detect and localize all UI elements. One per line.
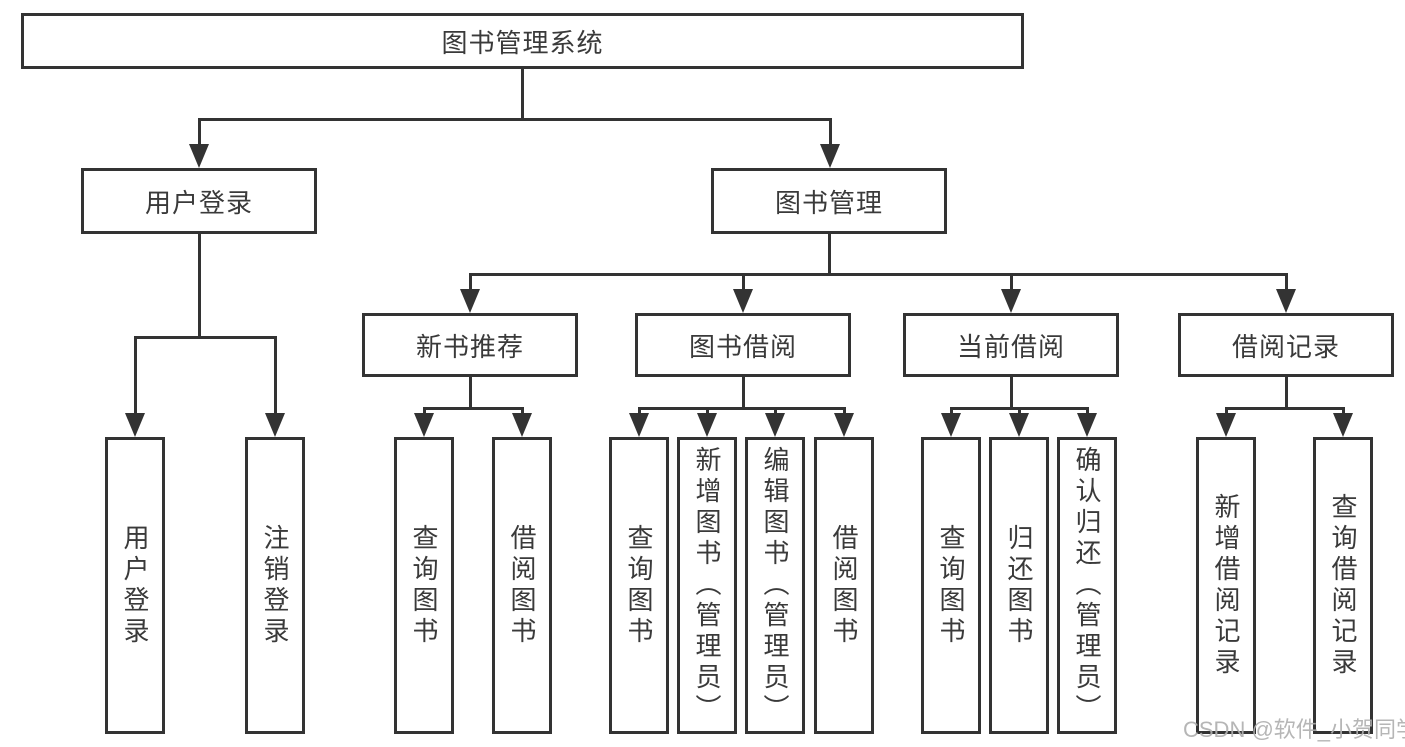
node-new-book-recommendation-label: 新书推荐 — [415, 331, 524, 362]
node-user-login-label: 用户登录 — [144, 187, 253, 218]
arrow-down-icon — [629, 413, 649, 437]
connector-vline — [828, 234, 831, 273]
connector-vline — [469, 273, 472, 291]
arrow-down-icon — [941, 413, 961, 437]
leaf-confirm-return-admin: 确认归还（管理员） — [1057, 437, 1117, 734]
connector-vline — [1086, 407, 1089, 415]
connector-vline — [423, 407, 426, 415]
arrow-down-icon — [1216, 413, 1236, 437]
node-book-management-label: 图书管理 — [774, 187, 883, 218]
leaf-query-books-recommend: 查询图书 — [394, 437, 454, 734]
leaf-add-borrow-record: 新增借阅记录 — [1196, 437, 1256, 734]
node-book-borrowing: 图书借阅 — [635, 313, 851, 377]
connector-vline — [521, 69, 524, 118]
connector-vline — [829, 118, 832, 146]
connector-hline — [638, 407, 846, 410]
connector-vline — [134, 336, 137, 415]
connector-vline — [198, 118, 201, 146]
connector-vline — [521, 407, 524, 415]
connector-vline — [843, 407, 846, 415]
watermark: CSDN @软件_小贺同学 — [1183, 717, 1405, 742]
arrow-down-icon — [697, 413, 717, 437]
node-new-book-recommendation: 新书推荐 — [362, 313, 578, 377]
connector-vline — [742, 273, 745, 291]
leaf-query-books-current: 查询图书 — [921, 437, 981, 734]
connector-vline — [706, 407, 709, 415]
connector-hline — [198, 118, 832, 121]
arrow-down-icon — [1077, 413, 1097, 437]
connector-vline — [1285, 273, 1288, 291]
node-borrowing-records: 借阅记录 — [1178, 313, 1394, 377]
arrow-down-icon — [1333, 413, 1353, 437]
arrow-down-icon — [733, 289, 753, 313]
connector-vline — [1285, 377, 1288, 407]
arrow-down-icon — [1276, 289, 1296, 313]
connector-hline — [134, 336, 277, 339]
connector-vline — [274, 336, 277, 415]
leaf-logout-login: 注销登录 — [245, 437, 305, 734]
connector-vline — [1225, 407, 1228, 415]
connector-vline — [950, 407, 953, 415]
connector-vline — [742, 377, 745, 407]
arrow-down-icon — [189, 144, 209, 168]
connector-vline — [1342, 407, 1345, 415]
leaf-query-borrow-record: 查询借阅记录 — [1313, 437, 1373, 734]
leaf-query-books-borrowing: 查询图书 — [609, 437, 669, 734]
connector-vline — [774, 407, 777, 415]
leaf-return-books: 归还图书 — [989, 437, 1049, 734]
node-book-management: 图书管理 — [711, 168, 947, 234]
leaf-borrow-books: 借阅图书 — [814, 437, 874, 734]
arrow-down-icon — [1009, 413, 1029, 437]
node-root: 图书管理系统 — [21, 13, 1024, 69]
node-current-borrowing: 当前借阅 — [903, 313, 1119, 377]
connector-vline — [469, 377, 472, 407]
arrow-down-icon — [512, 413, 532, 437]
arrow-down-icon — [834, 413, 854, 437]
node-root-label: 图书管理系统 — [441, 27, 604, 58]
arrow-down-icon — [765, 413, 785, 437]
node-user-login: 用户登录 — [81, 168, 317, 234]
connector-vline — [1010, 377, 1013, 407]
connector-vline — [198, 234, 201, 336]
arrow-down-icon — [820, 144, 840, 168]
connector-hline — [1225, 407, 1345, 410]
connector-vline — [1018, 407, 1021, 415]
leaf-add-book-admin: 新增图书（管理员） — [677, 437, 737, 734]
connector-hline — [423, 407, 524, 410]
leaf-borrow-books-recommend: 借阅图书 — [492, 437, 552, 734]
node-current-borrowing-label: 当前借阅 — [956, 331, 1065, 362]
arrow-down-icon — [125, 413, 145, 437]
arrow-down-icon — [414, 413, 434, 437]
leaf-user-login: 用户登录 — [105, 437, 165, 734]
leaf-edit-book-admin: 编辑图书（管理员） — [745, 437, 805, 734]
arrow-down-icon — [1001, 289, 1021, 313]
connector-vline — [638, 407, 641, 415]
arrow-down-icon — [460, 289, 480, 313]
connector-hline — [469, 273, 1288, 276]
arrow-down-icon — [265, 413, 285, 437]
connector-vline — [1010, 273, 1013, 291]
node-borrowing-records-label: 借阅记录 — [1231, 331, 1340, 362]
node-book-borrowing-label: 图书借阅 — [688, 331, 797, 362]
